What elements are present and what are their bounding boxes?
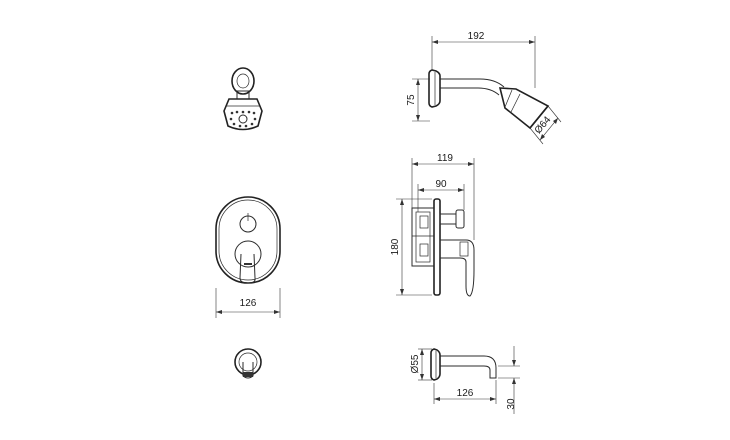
dimension-o55: Ø55 [410, 348, 432, 381]
dimension-90: 90 [417, 179, 465, 212]
mixer-cover-plate [215, 196, 281, 284]
dimension-180-label: 180 [390, 238, 401, 255]
dimension-192: 192 [431, 31, 536, 88]
dimension-75: 75 [406, 78, 430, 122]
dimension-126-spout-label: 126 [457, 388, 474, 399]
mixer-lever [234, 240, 262, 284]
dimension-o64-label: Ø64 [533, 114, 554, 136]
dimension-90-label: 90 [435, 179, 447, 190]
dimension-119: 119 [411, 153, 475, 240]
shower-head-front-view [223, 67, 263, 131]
shower-side-view [428, 69, 550, 130]
dimension-119-label: 119 [437, 153, 453, 164]
dimension-30: 30 [498, 346, 520, 414]
dimension-75-label: 75 [406, 94, 417, 106]
dimension-o55-label: Ø55 [410, 354, 421, 373]
mixer-side-view [411, 198, 475, 297]
dimension-126-spout: 126 [433, 380, 497, 404]
dimension-126-plate: 126 [215, 288, 281, 318]
dimension-30-label: 30 [506, 398, 517, 410]
diverter-knob [239, 213, 257, 233]
shower-head-nozzles [229, 110, 257, 128]
dimension-126-plate-label: 126 [240, 298, 257, 309]
dimension-180: 180 [390, 198, 432, 296]
spout-front-view [234, 348, 262, 379]
spout-side-view [430, 348, 497, 381]
dimension-o64: Ø64 [529, 105, 562, 145]
dimension-192-label: 192 [468, 31, 485, 42]
